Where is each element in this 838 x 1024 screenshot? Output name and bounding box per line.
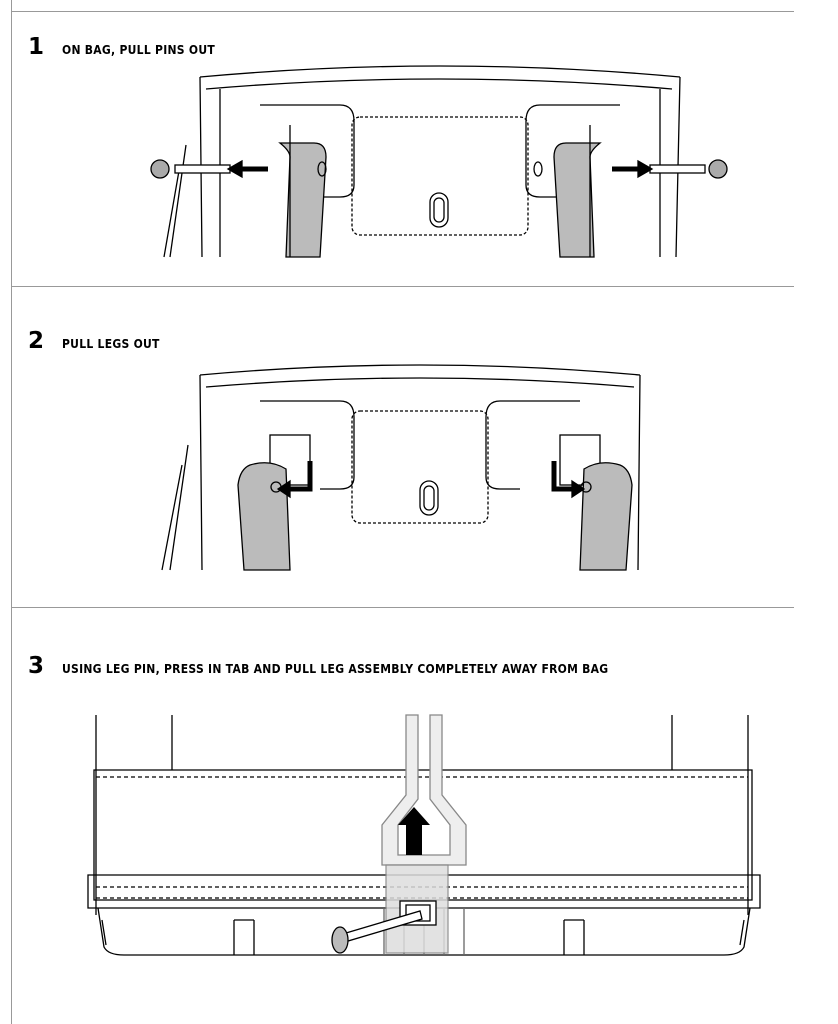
step-1-header: 1 ON BAG, PULL PINS OUT: [28, 34, 232, 60]
step-1-illustration: [150, 65, 728, 258]
step-3-title: USING LEG PIN, PRESS IN TAB AND PULL LEG…: [62, 662, 609, 676]
step-2-header: 2 PULL LEGS OUT: [28, 328, 171, 354]
step-2-title: PULL LEGS OUT: [62, 337, 160, 351]
step-1-title: ON BAG, PULL PINS OUT: [62, 43, 216, 57]
step-1-number: 1: [28, 34, 45, 60]
step-3-illustration: [87, 714, 761, 956]
step-3-number: 3: [28, 653, 45, 679]
step-2-number: 2: [28, 328, 45, 354]
step-3-header: 3 USING LEG PIN, PRESS IN TAB AND PULL L…: [28, 653, 669, 679]
step-divider-2: [11, 607, 794, 608]
step-divider-1: [11, 286, 794, 287]
left-margin-rule: [11, 0, 12, 1024]
top-divider: [11, 11, 794, 12]
step-2-illustration: [161, 364, 641, 571]
